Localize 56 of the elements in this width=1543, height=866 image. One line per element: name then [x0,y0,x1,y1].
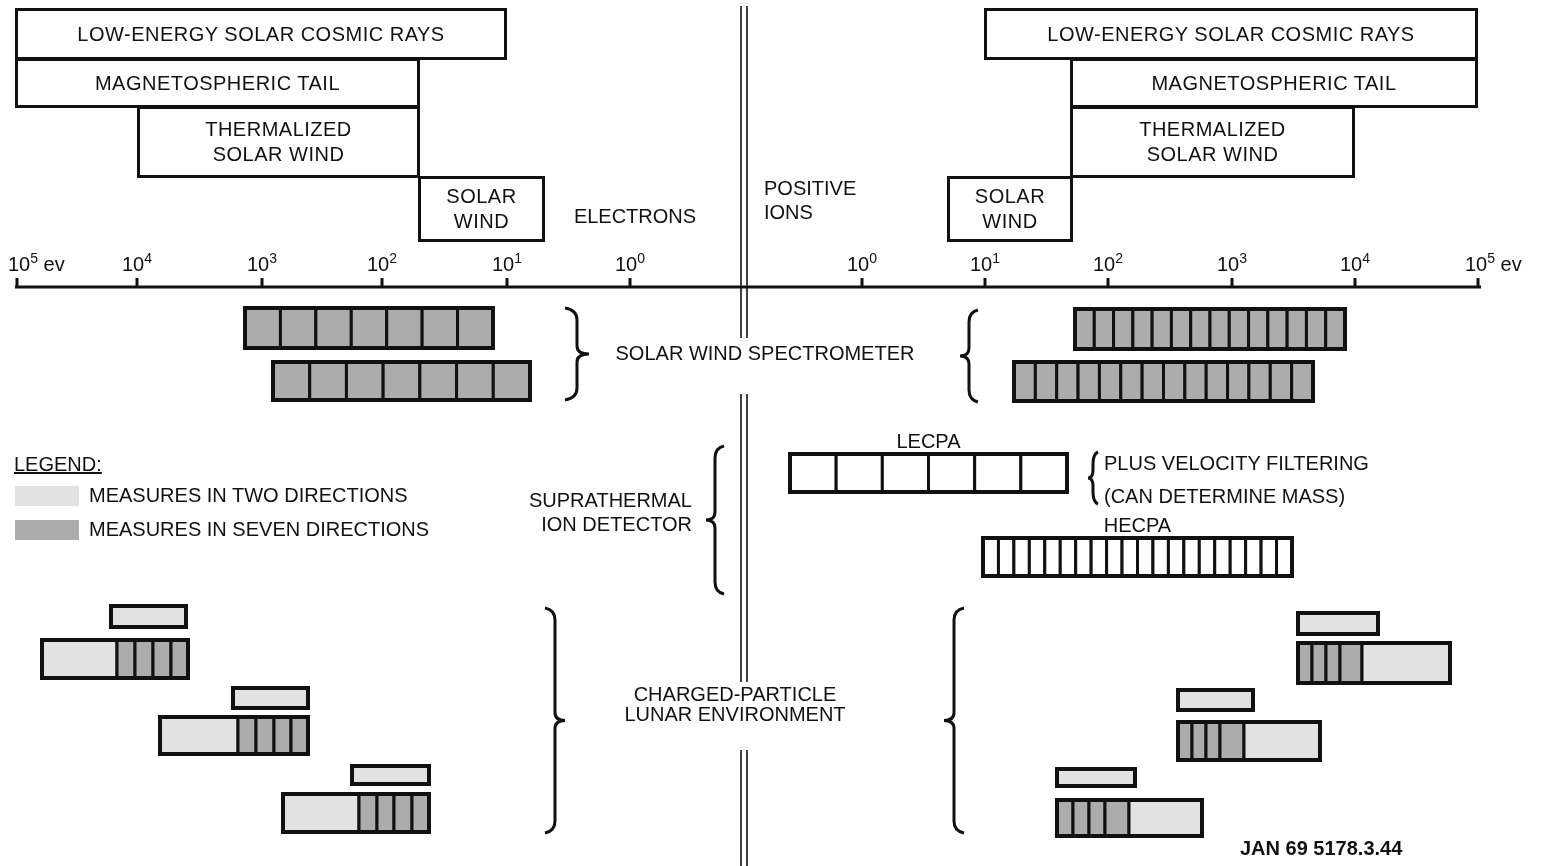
range-label: THERMALIZED SOLAR WIND [204,117,353,167]
energy-range-box [137,106,420,178]
detector-channel-bar [1057,800,1202,836]
diagram-label: SUPRATHERMAL ION DETECTOR [528,488,692,536]
detector-channel-bar [42,640,188,678]
energy-range-box [418,176,545,242]
diagram-label: 10$^{0}$ [613,250,646,276]
range-label: SOLAR WIND [445,184,518,234]
energy-range-box [15,58,420,108]
diagram-label: 10$^{5}$ ev [1465,250,1523,276]
diagram-label: PLUS VELOCITY FILTERING (CAN DETERMINE MASS) [1104,451,1370,509]
detector-channel-bar [160,717,308,754]
energy-range-box [1070,106,1355,178]
detector-channel-bar [1075,309,1345,349]
diagram-label: 10$^{5}$ ev [8,250,66,276]
diagram-label: JAN 69 5178.3.44 [1240,836,1404,860]
range-label: THERMALIZED SOLAR WIND [1138,117,1287,167]
diagram-label: ELECTRONS [572,204,698,228]
diagram-label: CHARGED-PARTICLE LUNAR ENVIRONMENT [623,684,847,724]
diagram-label: 10$^{0}$ [845,250,878,276]
detector-channel-bar [1014,362,1313,401]
legend-text: MEASURES IN TWO DIRECTIONS [89,484,408,507]
diagram-label: 10$^{4}$ [1338,250,1371,276]
diagram-label: 10$^{1}$ [490,250,523,276]
detector-channel-bar [1057,769,1135,786]
diagram-label: SOLAR WIND SPECTROMETER [614,341,916,365]
range-label: MAGNETOSPHERIC TAIL [1151,70,1397,96]
diagram-label: 10$^{1}$ [968,250,1001,276]
detector-channel-bar [111,606,186,627]
detector-channel-bar [245,308,493,348]
detector-channel-bar [283,794,429,832]
energy-range-box [1070,58,1478,108]
legend-text: MEASURES IN SEVEN DIRECTIONS [89,518,430,541]
range-label: LOW-ENERGY SOLAR COSMIC RAYS [1047,21,1415,47]
range-label: MAGNETOSPHERIC TAIL [94,70,341,96]
energy-range-box [15,8,507,60]
detector-channel-bar [352,766,429,784]
instrument-label: LECPA [896,429,961,454]
detector-channel-bar [1298,613,1378,634]
instrument-label: HECPA [1103,513,1172,538]
detector-channel-bar [1178,722,1320,760]
detector-channel-bar [233,688,308,708]
diagram-label: POSITIVE IONS [764,176,858,224]
diagram-label: 10$^{2}$ [1091,250,1124,276]
detector-channel-bar [273,362,530,400]
diagram-label: 10$^{2}$ [365,250,398,276]
range-label: LOW-ENERGY SOLAR COSMIC RAYS [77,21,445,47]
diagram-label: LEGEND: [14,452,103,476]
energy-range-box [984,8,1478,60]
detector-channel-bar [1298,643,1450,683]
diagram-label: 10$^{3}$ [245,250,278,276]
detector-channel-bar [1178,690,1253,710]
range-label: SOLAR WIND [973,184,1047,234]
diagram-label: 10$^{3}$ [1215,250,1248,276]
energy-range-box [947,176,1073,242]
diagram-label: 10$^{4}$ [120,250,153,276]
